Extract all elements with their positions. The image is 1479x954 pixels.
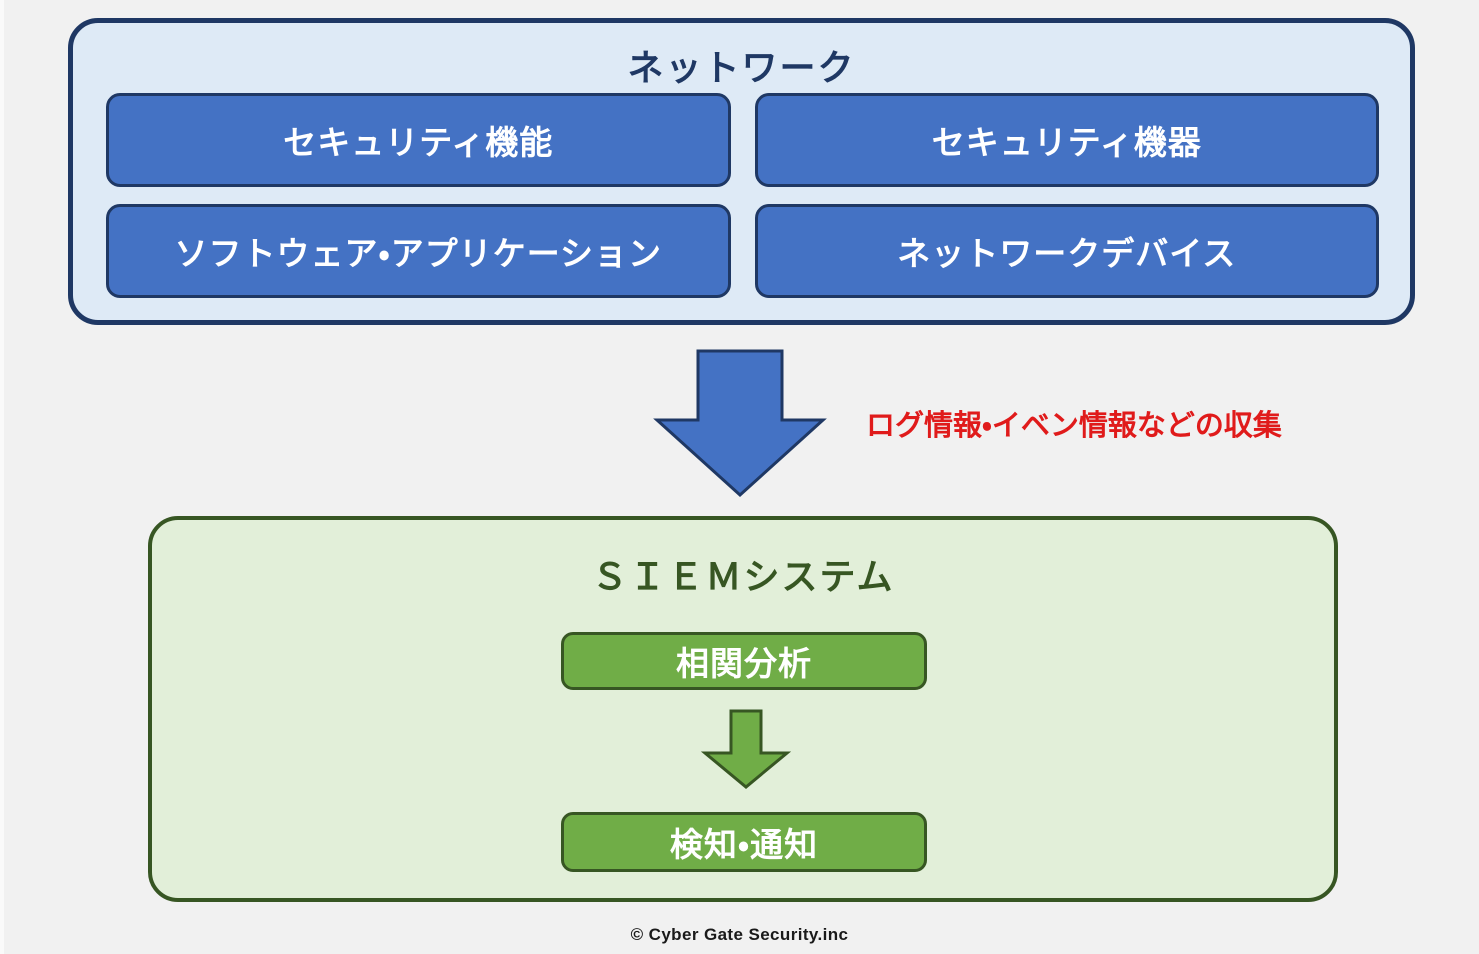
network-box-network-device[interactable]: ネットワークデバイス [754, 204, 1379, 298]
network-box-security-function[interactable]: セキュリティ機能 [106, 93, 731, 187]
network-panel-title: ネットワーク [627, 47, 856, 88]
siem-panel: ＳＩＥＭシステム 相関分析 検知・通知 [148, 516, 1338, 902]
siem-internal-flow-arrow [700, 708, 792, 790]
collect-annotation-label: ログ情報・イベン情報などの収集 [866, 410, 1282, 442]
network-box-software-application[interactable]: ソフトウェア・アプリケーション [106, 204, 731, 298]
siem-panel-title: ＳＩＥＭシステム [591, 556, 895, 597]
down-arrow-icon [700, 709, 792, 789]
network-panel: ネットワーク セキュリティ機能 セキュリティ機器 ソフトウェア・アプリケーション… [68, 18, 1415, 325]
network-box-grid: セキュリティ機能 セキュリティ機器 ソフトウェア・アプリケーション ネットワーク… [106, 93, 1379, 298]
down-arrow-icon [653, 349, 827, 498]
siem-box-correlation-analysis[interactable]: 相関分析 [561, 632, 927, 690]
footer-copyright: © Cyber Gate Security.inc [630, 925, 849, 944]
collect-flow-arrow [650, 348, 830, 498]
network-box-security-device[interactable]: セキュリティ機器 [754, 93, 1379, 187]
left-edge-strip [0, 0, 4, 954]
siem-box-detect-notify[interactable]: 検知・通知 [561, 812, 927, 872]
